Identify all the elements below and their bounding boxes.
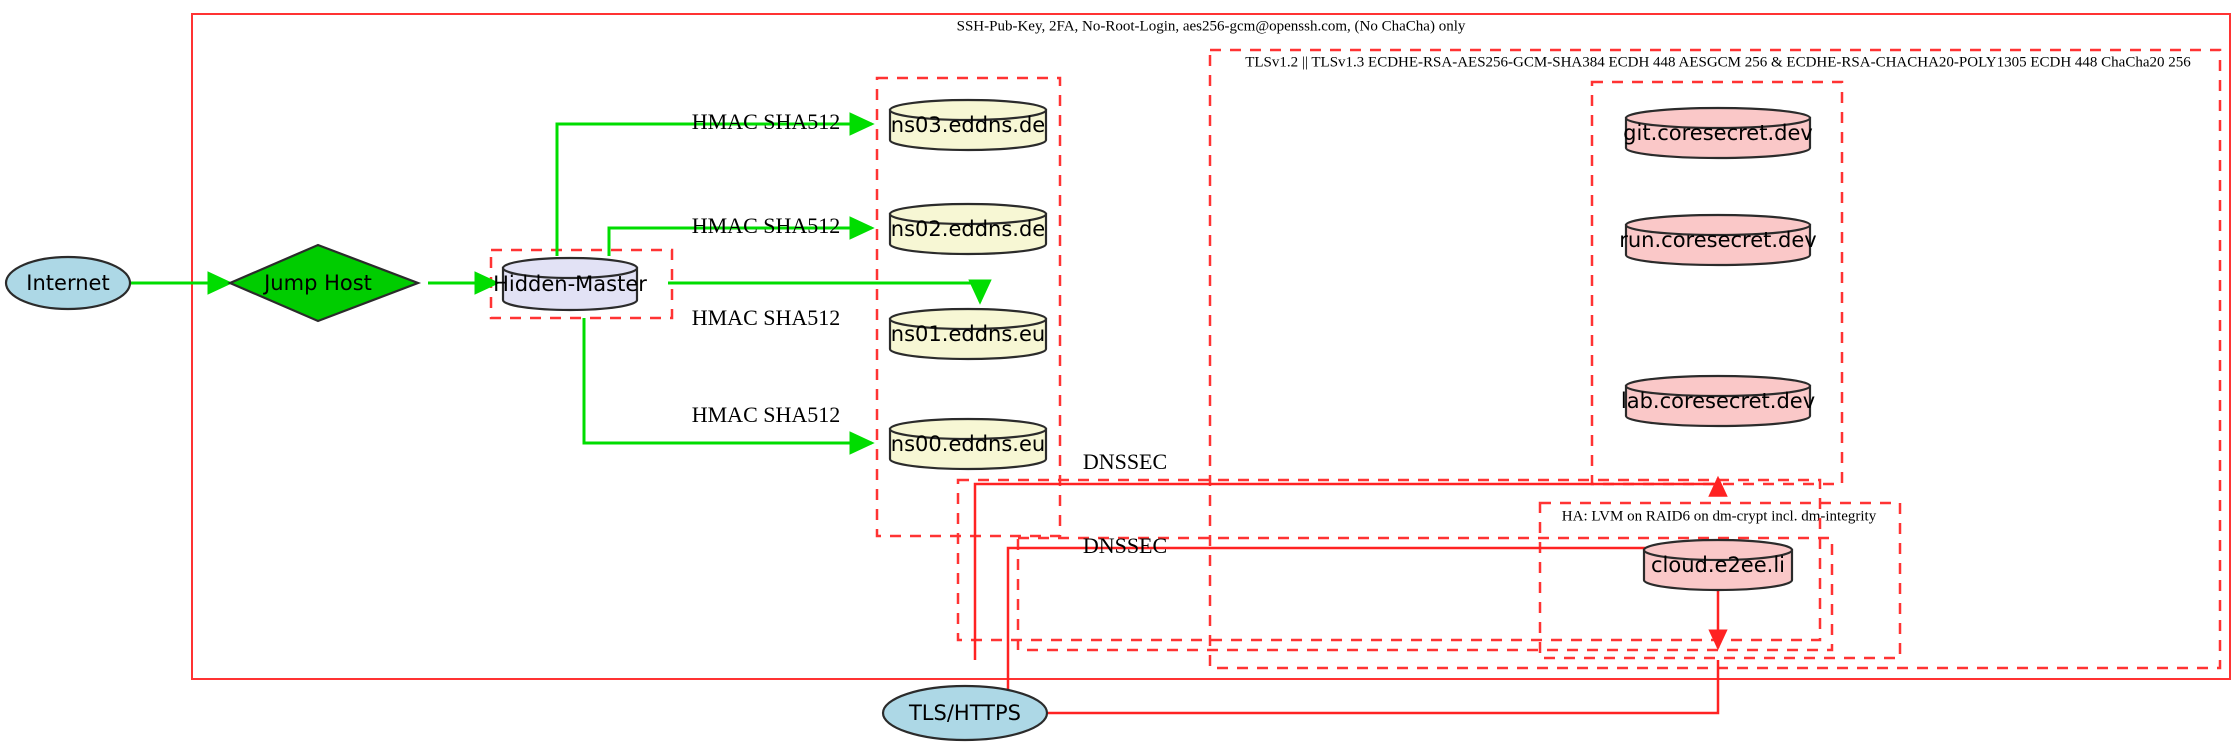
ssh-cluster-border [191,13,2231,680]
edge-label-dnssec-lower: DNSSEC [1083,533,1167,558]
edge-label-dnssec-upper: DNSSEC [1083,449,1167,474]
node-ns02-label: ns02.eddns.de [891,217,1045,241]
edge-hiddenmaster-to-ns02 [607,216,875,256]
tls-cluster-border [1208,48,2222,670]
ssh-cluster-label: SSH-Pub-Key, 2FA, No-Root-Login, aes256-… [957,18,1466,34]
coresecret-cluster-border [1590,80,1844,486]
node-tls-https-label: TLS/HTTPS [908,701,1021,725]
ha-cluster-label: HA: LVM on RAID6 on dm-crypt incl. dm-in… [1562,508,1877,524]
node-cloud-e2ee-label: cloud.e2ee.li [1651,553,1785,577]
node-run-coresecret[interactable]: run.coresecret.dev [1619,213,1817,267]
node-jump-host[interactable]: Jump Host [227,243,422,323]
edge-label-hmac-ns03: HMAC SHA512 [692,109,841,134]
node-internet[interactable]: Internet [4,255,132,311]
dnssec-upper-cluster-border [956,478,1822,642]
node-git-coresecret[interactable]: git.coresecret.dev [1623,106,1813,160]
edge-hiddenmaster-to-ns00 [582,318,875,455]
edge-tlshttps-to-upper-route [1006,546,1728,700]
edge-label-hmac-ns00: HMAC SHA512 [692,402,841,427]
edge-tlshttps-right [1022,660,1720,715]
node-ns03[interactable]: ns03.eddns.de [888,98,1048,152]
edge-dnssec-upper-route [973,475,1728,660]
node-run-coresecret-label: run.coresecret.dev [1619,228,1817,252]
edge-label-hmac-ns01: HMAC SHA512 [692,305,841,330]
node-internet-label: Internet [26,271,109,295]
tls-cluster-label: TLSv1.2 || TLSv1.3 ECDHE-RSA-AES256-GCM-… [1245,54,2191,70]
edge-hiddenmaster-to-ns01 [668,279,992,305]
node-lab-coresecret-label: lab.coresecret.dev [1621,389,1815,413]
node-ns01-label: ns01.eddns.eu [891,322,1045,346]
edge-label-group: HMAC SHA512 HMAC SHA512 HMAC SHA512 HMAC… [692,109,1167,558]
node-tls-https[interactable]: TLS/HTTPS [881,684,1049,742]
node-ns02[interactable]: ns02.eddns.de [888,202,1048,256]
node-ns01[interactable]: ns01.eddns.eu [888,307,1048,361]
edge-label-hmac-ns02: HMAC SHA512 [692,213,841,238]
node-hidden-master-label: Hidden-Master [493,272,647,296]
node-ns00-label: ns00.eddns.eu [891,432,1045,456]
edge-hiddenmaster-to-ns03 [555,112,875,256]
node-lab-coresecret[interactable]: lab.coresecret.dev [1621,374,1815,428]
node-git-coresecret-label: git.coresecret.dev [1623,121,1813,145]
node-ns03-label: ns03.eddns.de [891,113,1045,137]
node-cloud-e2ee[interactable]: cloud.e2ee.li [1642,538,1794,592]
dnssec-lower-cluster-border [1016,536,1834,652]
node-jump-host-label: Jump Host [262,271,372,295]
node-ns00[interactable]: ns00.eddns.eu [888,417,1048,471]
ha-cluster-border [1538,501,1902,660]
node-hidden-master[interactable]: Hidden-Master [493,256,647,312]
